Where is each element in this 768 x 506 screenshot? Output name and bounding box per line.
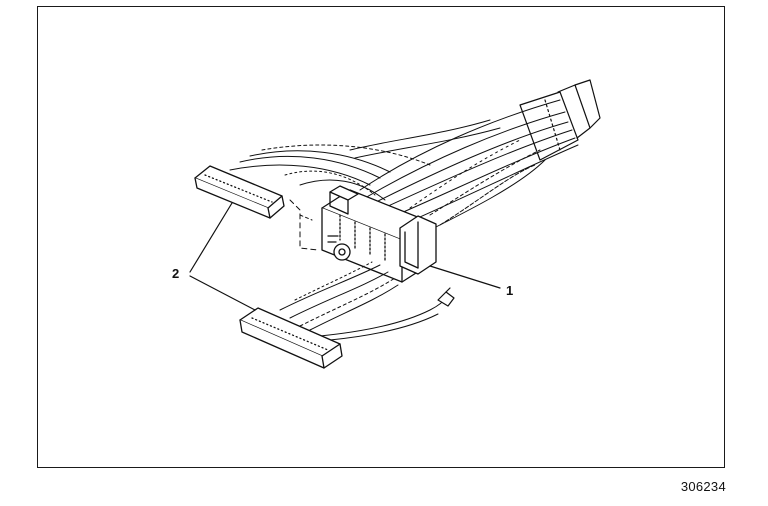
lower-flat-connector	[239, 307, 343, 369]
upper-flat-connector	[194, 165, 285, 219]
upper-branch-wires	[229, 119, 501, 201]
callout-2-label: 2	[172, 266, 180, 281]
central-connector-block	[321, 185, 437, 283]
callout-1-leader	[429, 265, 501, 289]
callout-2-leader	[189, 202, 256, 311]
figure-number: 306234	[680, 479, 726, 494]
pigtail-plug	[437, 287, 455, 307]
routing-dashed-line	[289, 199, 319, 251]
harness-trunk	[359, 99, 579, 236]
callout-1-label: 1	[506, 283, 514, 298]
harness-sleeve	[519, 79, 601, 161]
figure-frame	[37, 6, 725, 468]
